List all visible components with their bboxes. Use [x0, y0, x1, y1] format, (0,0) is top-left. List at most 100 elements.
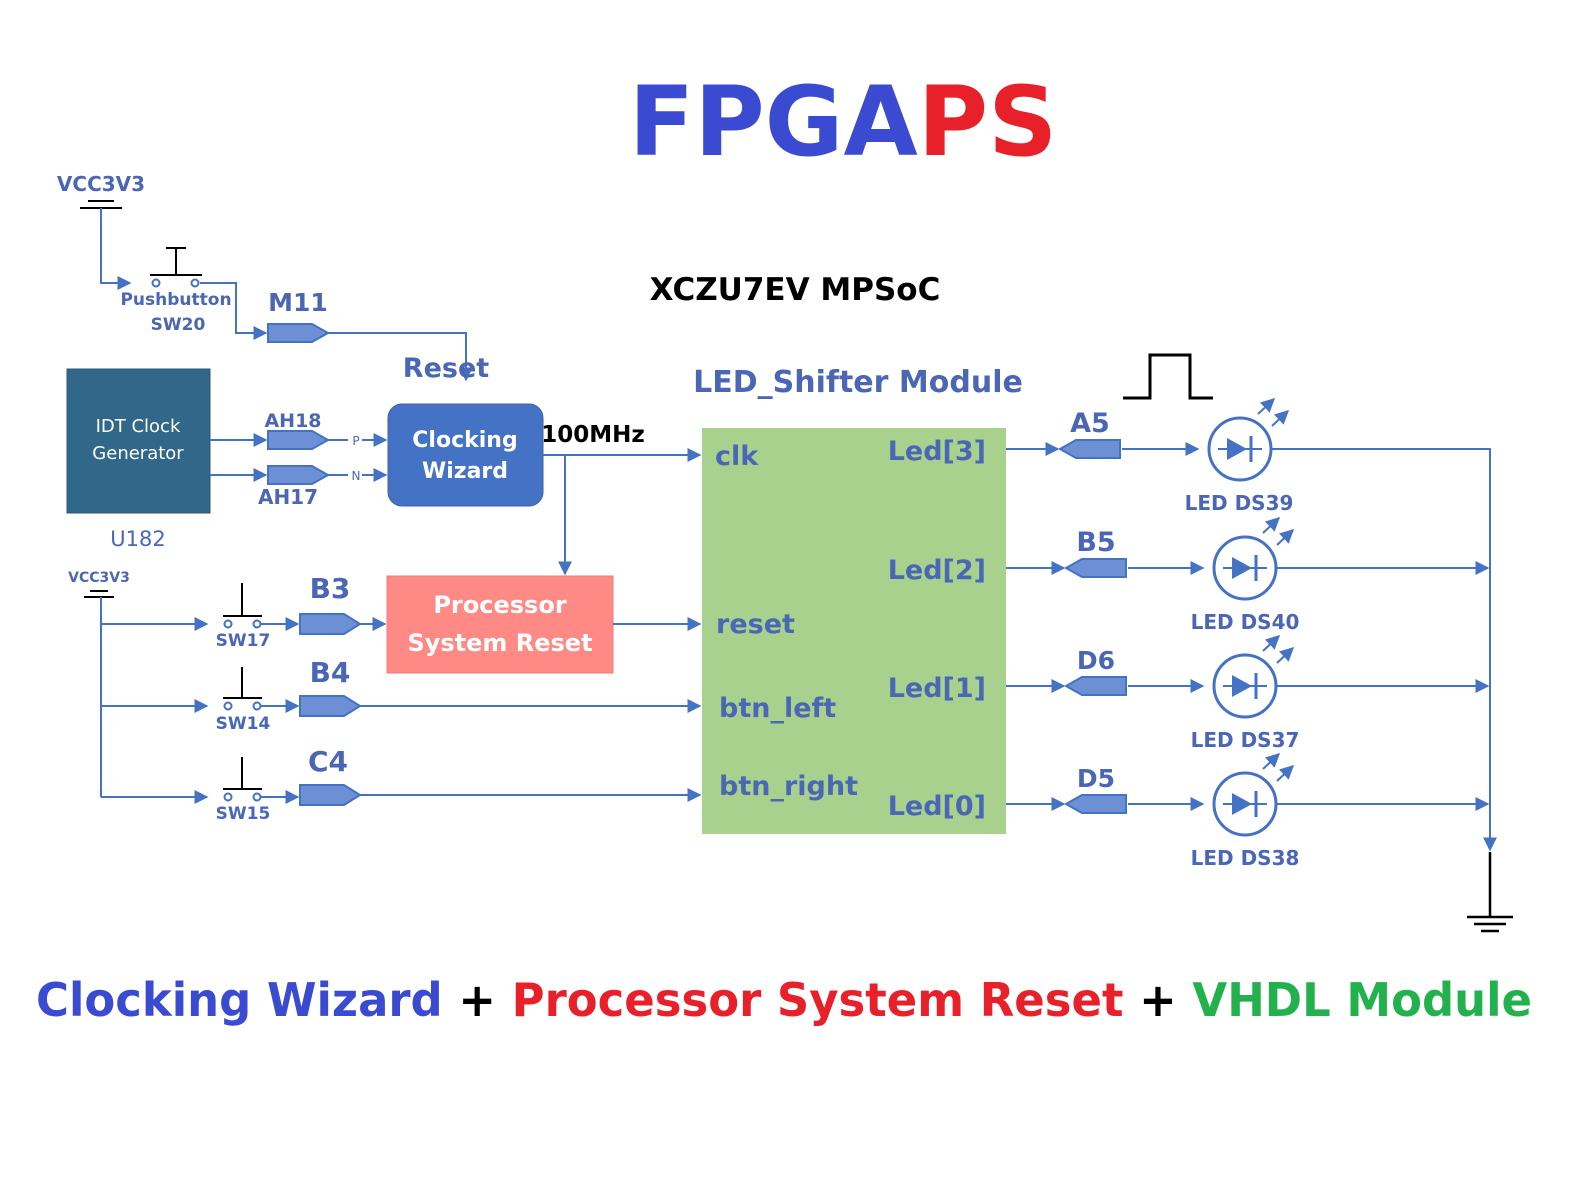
- input-pin-icon: [267, 323, 331, 343]
- vcc-bottom-label: VCC3V3: [68, 570, 130, 586]
- processor-system-reset-block: Processor System Reset: [386, 575, 614, 674]
- page-title: FPGAPS: [629, 66, 1058, 178]
- pin-b3: B3: [299, 572, 362, 635]
- led-ds37-label: LED DS37: [1191, 728, 1300, 752]
- vcc-top-label: VCC3V3: [57, 172, 145, 196]
- output-pin-icon: [1063, 558, 1127, 578]
- led-icon: [1212, 635, 1295, 719]
- pushbutton-label: Pushbutton: [120, 290, 231, 310]
- switch-icon: [223, 667, 262, 711]
- input-pin-icon: [299, 784, 362, 806]
- footer-space: [1123, 973, 1139, 1027]
- led-ds39: LED DS39: [1185, 398, 1293, 515]
- switch-sw15-label: SW15: [216, 804, 271, 824]
- switch-icon: [223, 757, 262, 802]
- module-input-btn-left: btn_left: [719, 693, 836, 724]
- diff-n-label: N: [352, 469, 361, 483]
- title-ps: PS: [918, 66, 1058, 178]
- footer-space: [496, 973, 512, 1027]
- output-pin-icon: [1063, 794, 1127, 814]
- input-pin-icon: [267, 430, 331, 450]
- pin-ah17-label: AH17: [258, 485, 318, 509]
- pin-a5-label: A5: [1070, 408, 1110, 439]
- module-input-btn-right: btn_right: [719, 771, 858, 802]
- ground-icon: [1467, 852, 1513, 933]
- pin-m11: M11: [267, 288, 331, 343]
- module-output-led3: Led[3]: [888, 436, 986, 467]
- led-ds38-label: LED DS38: [1191, 846, 1300, 870]
- pin-b3-label: B3: [310, 572, 351, 605]
- pin-c4: C4: [299, 745, 362, 806]
- input-pin-icon: [299, 613, 362, 635]
- reset-input-label: Reset: [403, 353, 489, 384]
- switch-sw17[interactable]: SW17: [216, 583, 271, 651]
- clocking-wizard-label-1: Clocking: [412, 428, 517, 453]
- pin-d6: D6: [1063, 646, 1127, 696]
- title-fpga: FPGA: [629, 66, 918, 178]
- psr-label-2: System Reset: [407, 629, 592, 657]
- input-pin-icon: [267, 465, 331, 485]
- idt-label-2: Generator: [92, 443, 184, 464]
- footer-clocking-wizard: Clocking Wizard: [36, 973, 443, 1027]
- module-output-led0: Led[0]: [888, 791, 986, 822]
- input-pin-icon: [299, 695, 362, 717]
- output-pin-icon: [1057, 439, 1121, 459]
- clocking-wizard-block: Clocking Wizard: [387, 403, 544, 507]
- footer-space: [443, 973, 459, 1027]
- pushbutton-sw20[interactable]: Pushbutton SW20: [120, 247, 232, 335]
- footer-processor-system-reset: Processor System Reset: [512, 973, 1124, 1027]
- switch-icon: [223, 583, 262, 629]
- footer-space: [1177, 973, 1193, 1027]
- switch-sw15[interactable]: SW15: [216, 757, 271, 824]
- module-output-led1: Led[1]: [888, 673, 986, 704]
- square-wave-icon: [1123, 353, 1213, 400]
- led-ds40: LED DS40: [1191, 517, 1300, 634]
- module-input-clk: clk: [715, 441, 759, 472]
- wires-pushbutton: [100, 208, 473, 382]
- pin-b5-label: B5: [1076, 527, 1115, 558]
- module-title: LED_Shifter Module: [693, 365, 1023, 400]
- vcc-top-symbol: VCC3V3: [57, 172, 145, 209]
- led-icon: [1212, 517, 1295, 601]
- psr-label-1: Processor: [433, 591, 566, 619]
- output-pin-icon: [1063, 676, 1127, 696]
- pin-d6-label: D6: [1077, 646, 1115, 675]
- wires-clock: [543, 448, 702, 576]
- wires-outputs: [1006, 442, 1497, 852]
- footer-plus-2: +: [1139, 973, 1177, 1027]
- led-icon: [1207, 398, 1290, 482]
- led-ds38: LED DS38: [1191, 753, 1300, 870]
- vcc-bottom-symbol: VCC3V3: [68, 570, 130, 598]
- footer-caption: Clocking Wizard + Processor System Reset…: [36, 973, 1532, 1027]
- pin-ah17: AH17: [258, 465, 331, 509]
- led-ds40-label: LED DS40: [1191, 610, 1300, 634]
- footer-vhdl-module: VHDL Module: [1192, 973, 1532, 1027]
- pin-m11-label: M11: [268, 288, 328, 317]
- module-output-led2: Led[2]: [888, 555, 986, 586]
- led-icon: [1212, 753, 1295, 837]
- pin-d5-label: D5: [1077, 764, 1115, 793]
- idt-ref: U182: [110, 527, 165, 551]
- led-ds37: LED DS37: [1191, 635, 1300, 752]
- switch-sw14-label: SW14: [216, 714, 271, 734]
- switch-sw14[interactable]: SW14: [216, 667, 271, 734]
- led-shifter-module: clk reset btn_left btn_right Led[3] Led[…: [702, 428, 1006, 834]
- pin-b4: B4: [299, 656, 362, 717]
- pin-a5: A5: [1057, 408, 1121, 459]
- pin-b4-label: B4: [310, 656, 351, 689]
- pin-b5: B5: [1063, 527, 1127, 578]
- pin-c4-label: C4: [308, 745, 348, 778]
- idt-clock-generator: IDT Clock Generator U182: [66, 368, 211, 551]
- pin-d5: D5: [1063, 764, 1127, 814]
- clock-frequency-label: 100MHz: [541, 422, 645, 448]
- idt-label-1: IDT Clock: [96, 416, 181, 437]
- clocking-wizard-label-2: Wizard: [422, 459, 508, 484]
- pin-ah18: AH18: [264, 410, 331, 450]
- switch-icon: [150, 247, 202, 288]
- pushbutton-ref: SW20: [151, 315, 206, 335]
- device-label: XCZU7EV MPSoC: [650, 272, 941, 308]
- diff-p-label: P: [352, 434, 359, 448]
- wires-switches: [100, 597, 702, 804]
- footer-plus-1: +: [458, 973, 496, 1027]
